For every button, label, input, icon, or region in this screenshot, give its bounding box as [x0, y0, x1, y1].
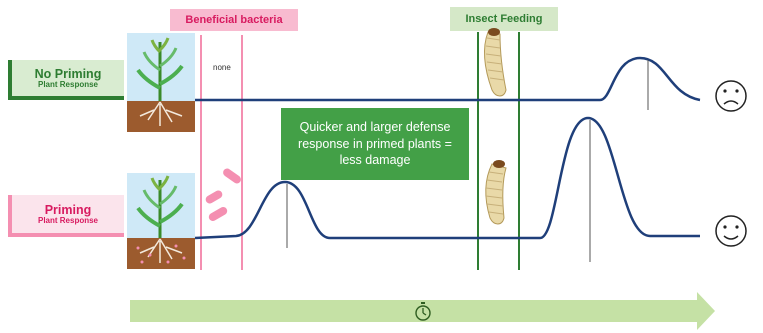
plant-priming-image: [127, 173, 195, 269]
sad-face-icon: [716, 81, 746, 111]
defense-response-callout: Quicker and larger defense response in p…: [281, 108, 469, 180]
larva-priming-icon: [486, 160, 506, 224]
no-priming-subtitle: Plant Response: [38, 81, 98, 89]
larva-no-priming-icon: [485, 28, 506, 96]
happy-face-icon: [716, 216, 746, 246]
no-bacteria-text: none: [213, 63, 231, 72]
no-priming-label: No Priming Plant Response: [14, 62, 122, 96]
bacteria-icon: [204, 167, 242, 222]
no-priming-response-curve: [195, 58, 700, 100]
priming-subtitle: Plant Response: [38, 217, 98, 225]
priming-label: Priming Plant Response: [14, 198, 122, 232]
plant-no-priming-image: [127, 33, 195, 132]
